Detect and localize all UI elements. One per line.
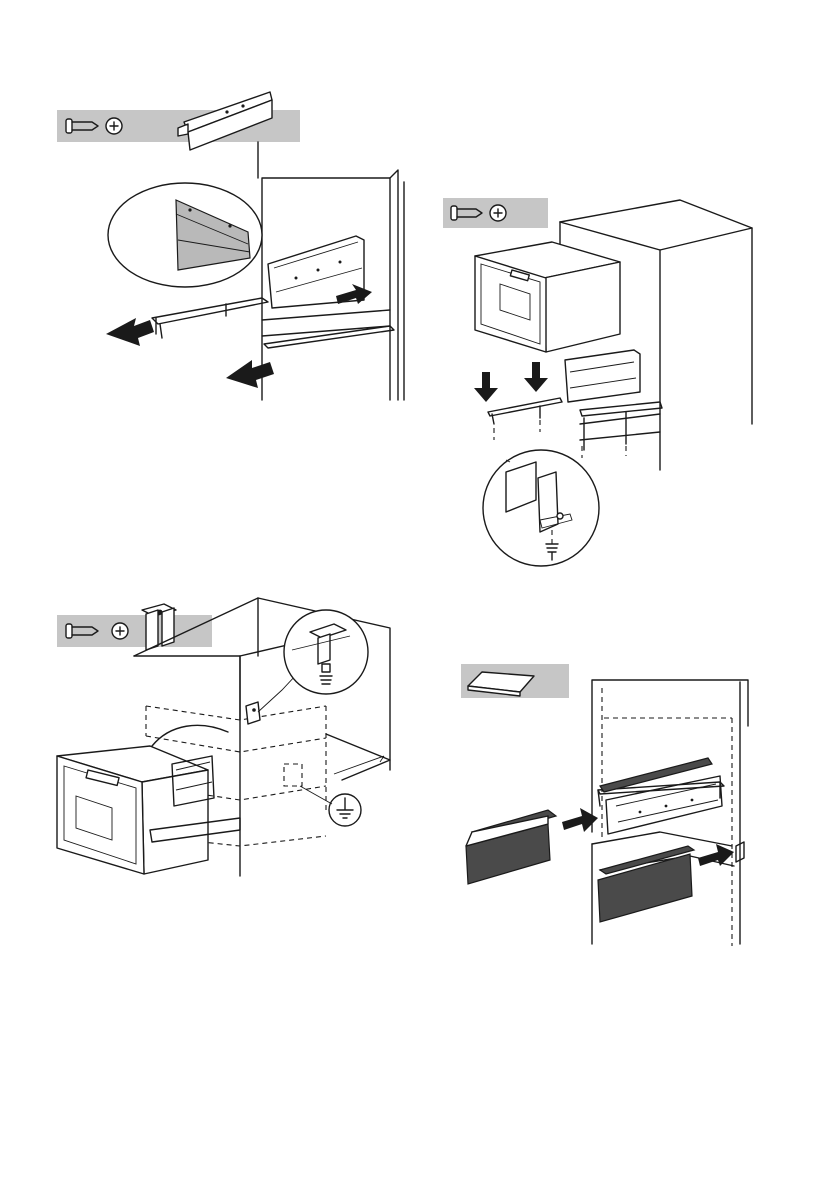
cover-panel-left xyxy=(466,810,556,884)
earth-symbol-icon xyxy=(300,786,361,826)
rail-pulled-out xyxy=(152,298,394,348)
step-4-fit-cover-panels xyxy=(461,664,748,946)
magnified-detail-step2 xyxy=(483,450,599,566)
phillips-screwdriver-icon xyxy=(490,205,506,221)
installed-cover-panel-top xyxy=(600,758,722,834)
arrow-down-right xyxy=(524,362,548,392)
arrow-pull-left-upper xyxy=(106,318,154,346)
phillips-screwdriver-icon xyxy=(112,623,128,639)
cabinet-step1 xyxy=(258,142,404,400)
step-2-insert-appliance xyxy=(443,198,752,566)
arrow-pull-left-lower xyxy=(226,360,274,388)
arrow-down-left xyxy=(474,372,498,402)
coffee-machine-step2 xyxy=(475,242,620,352)
step-3-earth-connection xyxy=(57,598,390,876)
magnified-detail-step3 xyxy=(284,610,368,694)
magnified-detail-step1 xyxy=(108,183,262,287)
step-1-remove-rails xyxy=(57,92,404,400)
phillips-screwdriver-icon xyxy=(106,118,122,134)
arrow-push-bottom-panel xyxy=(698,844,734,866)
cover-panel-bottom xyxy=(598,846,694,922)
